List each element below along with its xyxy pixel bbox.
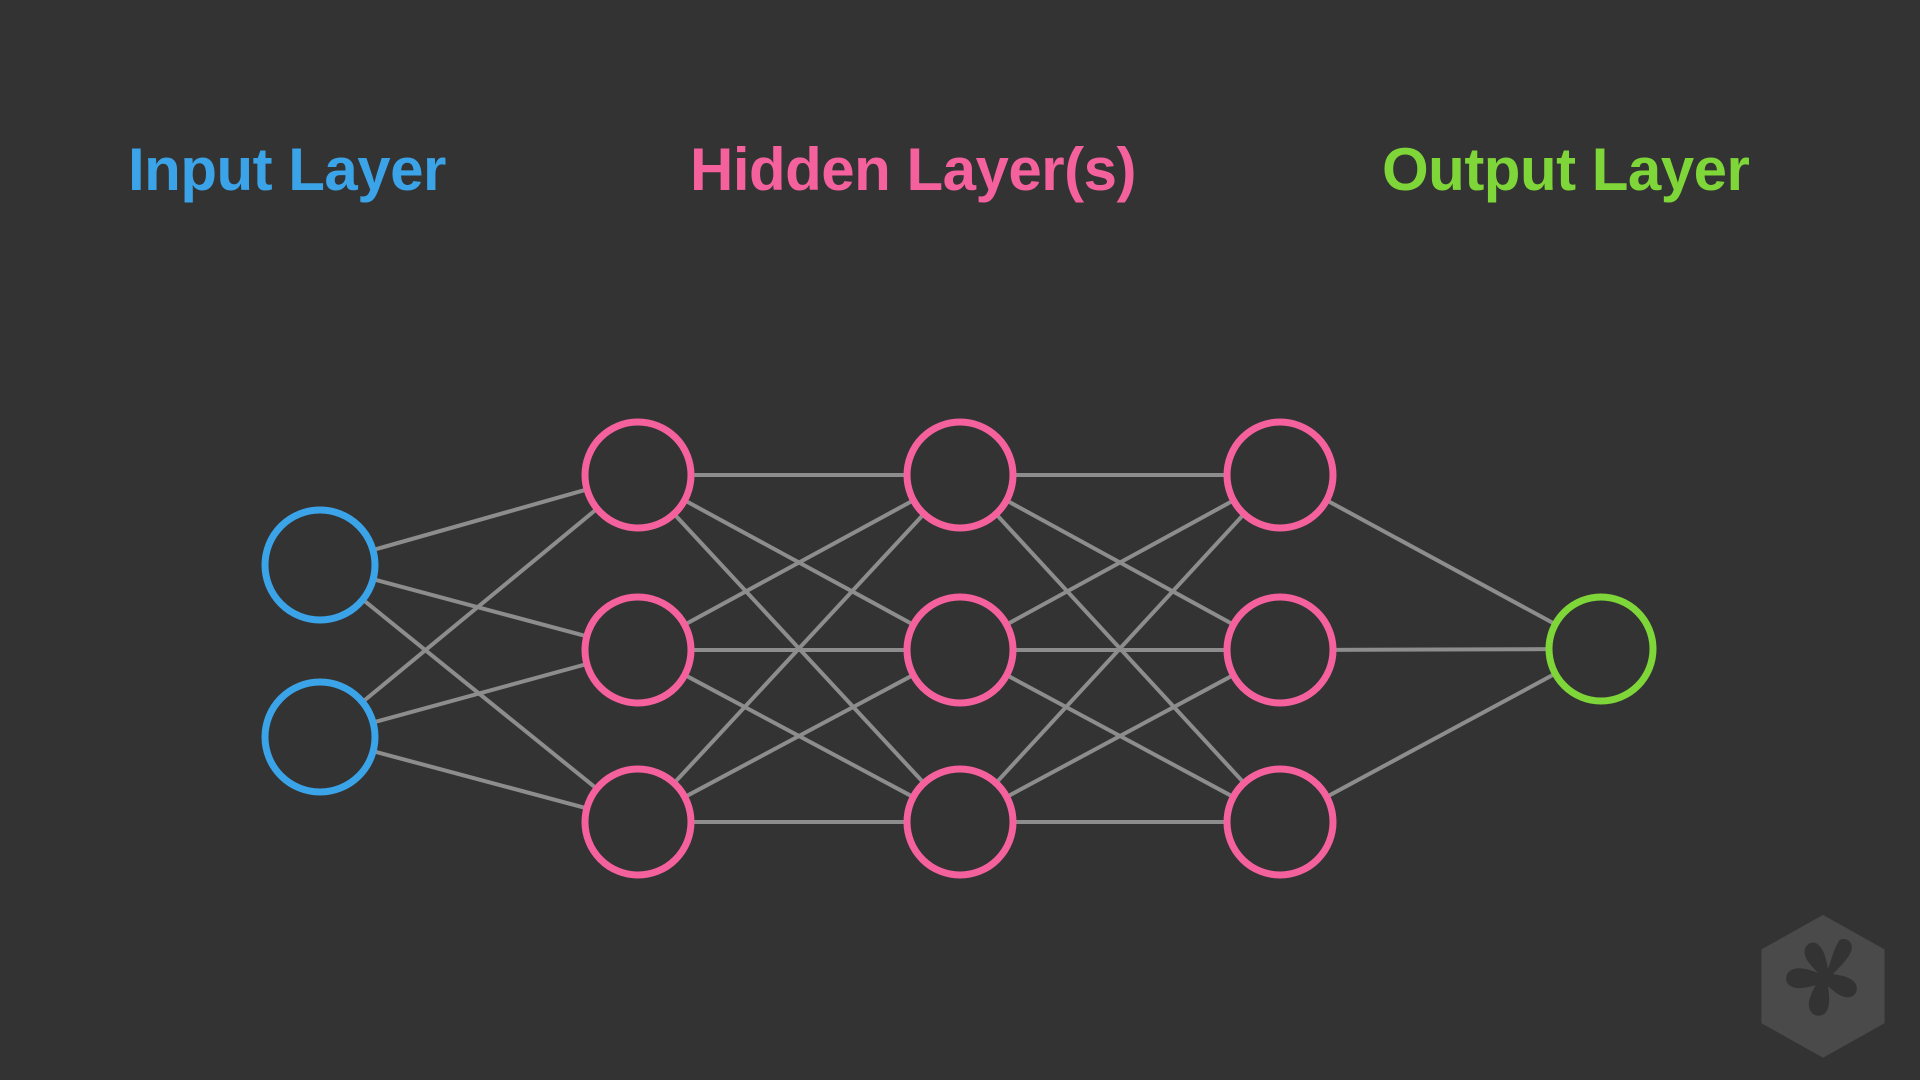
connection-line <box>1006 673 1234 799</box>
neuron-node-hidden-3-1[interactable] <box>1223 418 1337 532</box>
connection-edges <box>361 473 1556 824</box>
connection-line <box>1326 672 1556 799</box>
hidden-layer-label: Hidden Layer(s) <box>690 136 1136 203</box>
neuron-node-hidden-2-3[interactable] <box>903 765 1017 879</box>
neuron-node-input-2[interactable] <box>261 678 379 796</box>
neuron-node-hidden-3-2[interactable] <box>1223 593 1337 707</box>
connection-line <box>684 673 914 799</box>
neuron-node-hidden-1-3[interactable] <box>581 765 695 879</box>
connection-line <box>1006 499 1234 626</box>
connection-line <box>373 749 587 810</box>
treehouse-logo-watermark <box>1761 914 1885 1058</box>
connection-line <box>373 487 587 552</box>
neuron-node-hidden-2-2[interactable] <box>903 593 1017 707</box>
neuron-splat-icon <box>1786 938 1857 1016</box>
output-layer-label: Output Layer <box>1382 136 1750 203</box>
neuron-node-hidden-1-1[interactable] <box>581 418 695 532</box>
connection-line <box>995 513 1245 784</box>
neuron-node-output-1[interactable] <box>1545 593 1657 705</box>
connection-line <box>1333 647 1549 652</box>
connection-line <box>361 507 598 703</box>
neuron-node-input-1[interactable] <box>261 506 379 624</box>
neuron-node-hidden-2-1[interactable] <box>903 418 1017 532</box>
input-layer-label: Input Layer <box>128 136 446 203</box>
connection-line <box>1326 498 1556 626</box>
neuron-node-hidden-3-3[interactable] <box>1223 765 1337 879</box>
connection-line <box>684 499 914 626</box>
neuron-node-hidden-1-2[interactable] <box>581 593 695 707</box>
neuron-nodes <box>261 418 1657 879</box>
connection-line <box>673 513 925 784</box>
connection-line <box>373 662 587 725</box>
